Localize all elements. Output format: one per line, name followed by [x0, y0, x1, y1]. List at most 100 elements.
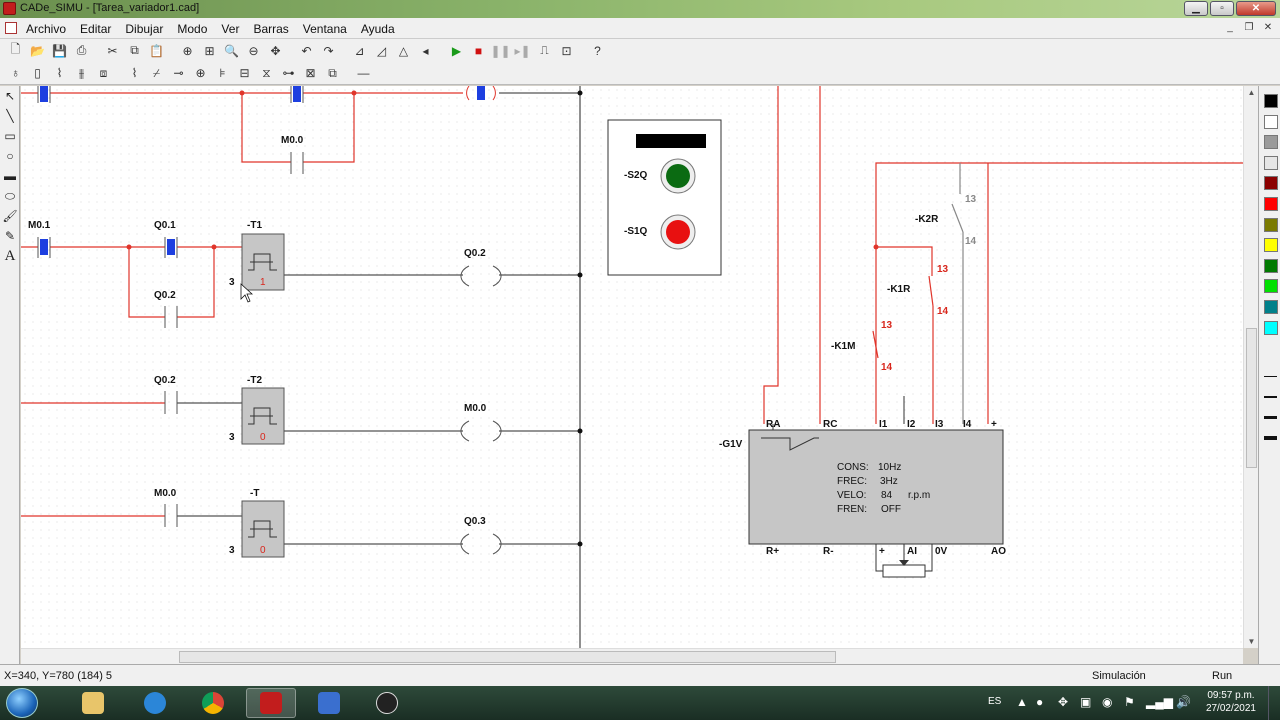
- palette-swatch[interactable]: [1264, 320, 1278, 335]
- minimize-button[interactable]: ▁: [1184, 1, 1208, 16]
- palette-swatch[interactable]: [1264, 94, 1278, 108]
- menu-ayuda[interactable]: Ayuda: [360, 22, 395, 36]
- zoom-out-icon[interactable]: ⊖: [248, 43, 259, 58]
- draw-rectangle-icon[interactable]: ▭: [4, 129, 16, 143]
- schematic-canvas[interactable]: M0.0 M0.1 Q0.1 Q0.2 -T1 3 1 Q0.2: [21, 86, 1243, 648]
- menu-editar[interactable]: Editar: [80, 22, 112, 36]
- vertical-scroll-thumb[interactable]: [1246, 328, 1257, 468]
- print-icon[interactable]: ⎙: [76, 43, 87, 57]
- vertical-scrollbar[interactable]: ▲ ▼: [1243, 86, 1258, 648]
- fuse-icon[interactable]: ▯: [34, 66, 41, 80]
- align-left-icon[interactable]: ⊿: [354, 43, 365, 58]
- contact-no-icon[interactable]: ⌇: [131, 66, 138, 80]
- close-button[interactable]: ✕: [1236, 1, 1276, 16]
- palette-line-medium[interactable]: [1264, 396, 1277, 398]
- copy-icon[interactable]: ⧉: [130, 43, 139, 57]
- wire-mode-icon[interactable]: ⎍: [540, 43, 549, 57]
- draw-line-icon[interactable]: ╲: [6, 109, 14, 123]
- potentiometer[interactable]: [882, 564, 926, 578]
- palette-swatch[interactable]: [1264, 197, 1278, 211]
- tray-network-app-icon[interactable]: ▣: [1080, 695, 1092, 709]
- scroll-up-icon[interactable]: ▲: [1247, 88, 1256, 97]
- menu-modo[interactable]: Modo: [177, 22, 208, 36]
- menu-archivo[interactable]: Archivo: [26, 22, 67, 36]
- redo-icon[interactable]: ↷: [323, 43, 334, 58]
- tray-security-icon[interactable]: ◉: [1102, 695, 1113, 709]
- tray-flag-icon[interactable]: ⚑: [1124, 695, 1135, 709]
- zoom-window-icon[interactable]: ⊕: [182, 43, 193, 58]
- stop-icon[interactable]: ■: [474, 43, 483, 58]
- taskbar-cadesimu[interactable]: [246, 688, 296, 718]
- cut-icon[interactable]: ✂: [107, 43, 118, 58]
- palette-line-thin[interactable]: [1264, 376, 1277, 377]
- taskbar-obs[interactable]: [362, 688, 412, 718]
- palette-swatch[interactable]: [1264, 217, 1278, 232]
- menu-barras[interactable]: Barras: [253, 22, 289, 36]
- system-clock[interactable]: 09:57 p.m. 27/02/2021: [1206, 689, 1256, 715]
- timer-icon[interactable]: ⧖: [262, 65, 271, 80]
- tray-expand-icon[interactable]: ▲: [1016, 695, 1028, 709]
- tray-signal-icon[interactable]: ▂▄▆: [1146, 695, 1173, 709]
- help-icon[interactable]: ?: [594, 43, 601, 58]
- palette-swatch[interactable]: [1264, 176, 1278, 191]
- horizontal-scroll-thumb[interactable]: [179, 651, 836, 663]
- motor-icon[interactable]: ⊕: [195, 66, 206, 80]
- show-desktop-button[interactable]: [1268, 686, 1280, 720]
- pause-icon[interactable]: ❚❚: [490, 43, 511, 58]
- palette-swatch[interactable]: [1264, 114, 1278, 129]
- variator-g1v[interactable]: -G1V RA RC I1 I2 I3 I4 + CONS: 10Hz FREC…: [719, 419, 1006, 578]
- mdi-close-button[interactable]: ✕: [1263, 22, 1273, 33]
- horizontal-scrollbar[interactable]: [21, 648, 1243, 664]
- start-button[interactable]: [6, 688, 38, 718]
- palette-swatch[interactable]: [1264, 155, 1278, 170]
- palette-swatch[interactable]: [1264, 279, 1278, 294]
- taskbar-ie[interactable]: [130, 688, 180, 718]
- undo-icon[interactable]: ↶: [301, 43, 312, 58]
- transformer-icon[interactable]: ⧈: [99, 65, 108, 80]
- pen-icon[interactable]: ✎: [4, 229, 16, 243]
- zoom-fit-icon[interactable]: ⊞: [204, 43, 215, 58]
- pin-icon[interactable]: ♁: [11, 66, 20, 80]
- tray-volume-icon[interactable]: 🔊: [1176, 695, 1191, 709]
- taskbar-chrome[interactable]: [188, 688, 238, 718]
- draw-ellipse-icon[interactable]: ⬭: [4, 189, 16, 203]
- palette-swatch[interactable]: [1264, 238, 1278, 253]
- draw-filled-rectangle-icon[interactable]: ▬: [4, 169, 16, 183]
- zoom-in-icon[interactable]: 🔍: [224, 43, 239, 58]
- paste-icon[interactable]: 📋: [149, 43, 164, 58]
- menu-dibujar[interactable]: Dibujar: [125, 22, 164, 36]
- palette-swatch[interactable]: [1264, 135, 1278, 150]
- bus-icon[interactable]: ⧉: [328, 65, 337, 80]
- text-tool-icon[interactable]: A: [4, 248, 16, 264]
- palette-swatch[interactable]: [1264, 258, 1278, 273]
- taskbar-explorer[interactable]: [68, 688, 118, 718]
- multi-switch-icon[interactable]: ⫵: [78, 65, 85, 80]
- tray-dropbox-icon[interactable]: ✥: [1058, 695, 1069, 709]
- variator-icon[interactable]: ⊠: [305, 66, 316, 80]
- line-icon[interactable]: —: [357, 66, 370, 80]
- play-icon[interactable]: ▶: [451, 43, 462, 58]
- coil-icon[interactable]: ⊶: [282, 66, 295, 80]
- menu-ventana[interactable]: Ventana: [302, 22, 347, 36]
- switch-icon[interactable]: ⌇: [56, 66, 63, 80]
- component-mode-icon[interactable]: ⊡: [561, 43, 572, 58]
- open-folder-icon[interactable]: 📂: [30, 43, 45, 58]
- maximize-button[interactable]: ▫: [1210, 1, 1234, 16]
- flip-icon[interactable]: △: [398, 43, 409, 58]
- taskbar-app[interactable]: [304, 688, 354, 718]
- mdi-minimize-button[interactable]: _: [1227, 22, 1233, 33]
- palette-swatch[interactable]: [1264, 300, 1278, 314]
- sensor-icon[interactable]: ⊸: [173, 66, 184, 80]
- connector-icon[interactable]: ⊧: [219, 66, 226, 80]
- save-icon[interactable]: 💾: [52, 43, 67, 58]
- scroll-down-icon[interactable]: ▼: [1247, 637, 1256, 646]
- menu-ver[interactable]: Ver: [221, 22, 240, 36]
- step-icon[interactable]: ▸❚: [514, 43, 531, 58]
- contact-nc-icon[interactable]: ⌿: [152, 65, 161, 80]
- draw-circle-icon[interactable]: ○: [6, 149, 14, 163]
- language-indicator[interactable]: ES: [988, 696, 1002, 707]
- mdi-restore-button[interactable]: ❐: [1244, 22, 1254, 33]
- palette-line-heavy[interactable]: [1264, 436, 1277, 440]
- select-arrow-icon[interactable]: ↖: [4, 89, 16, 103]
- align-right-icon[interactable]: ◿: [376, 43, 387, 58]
